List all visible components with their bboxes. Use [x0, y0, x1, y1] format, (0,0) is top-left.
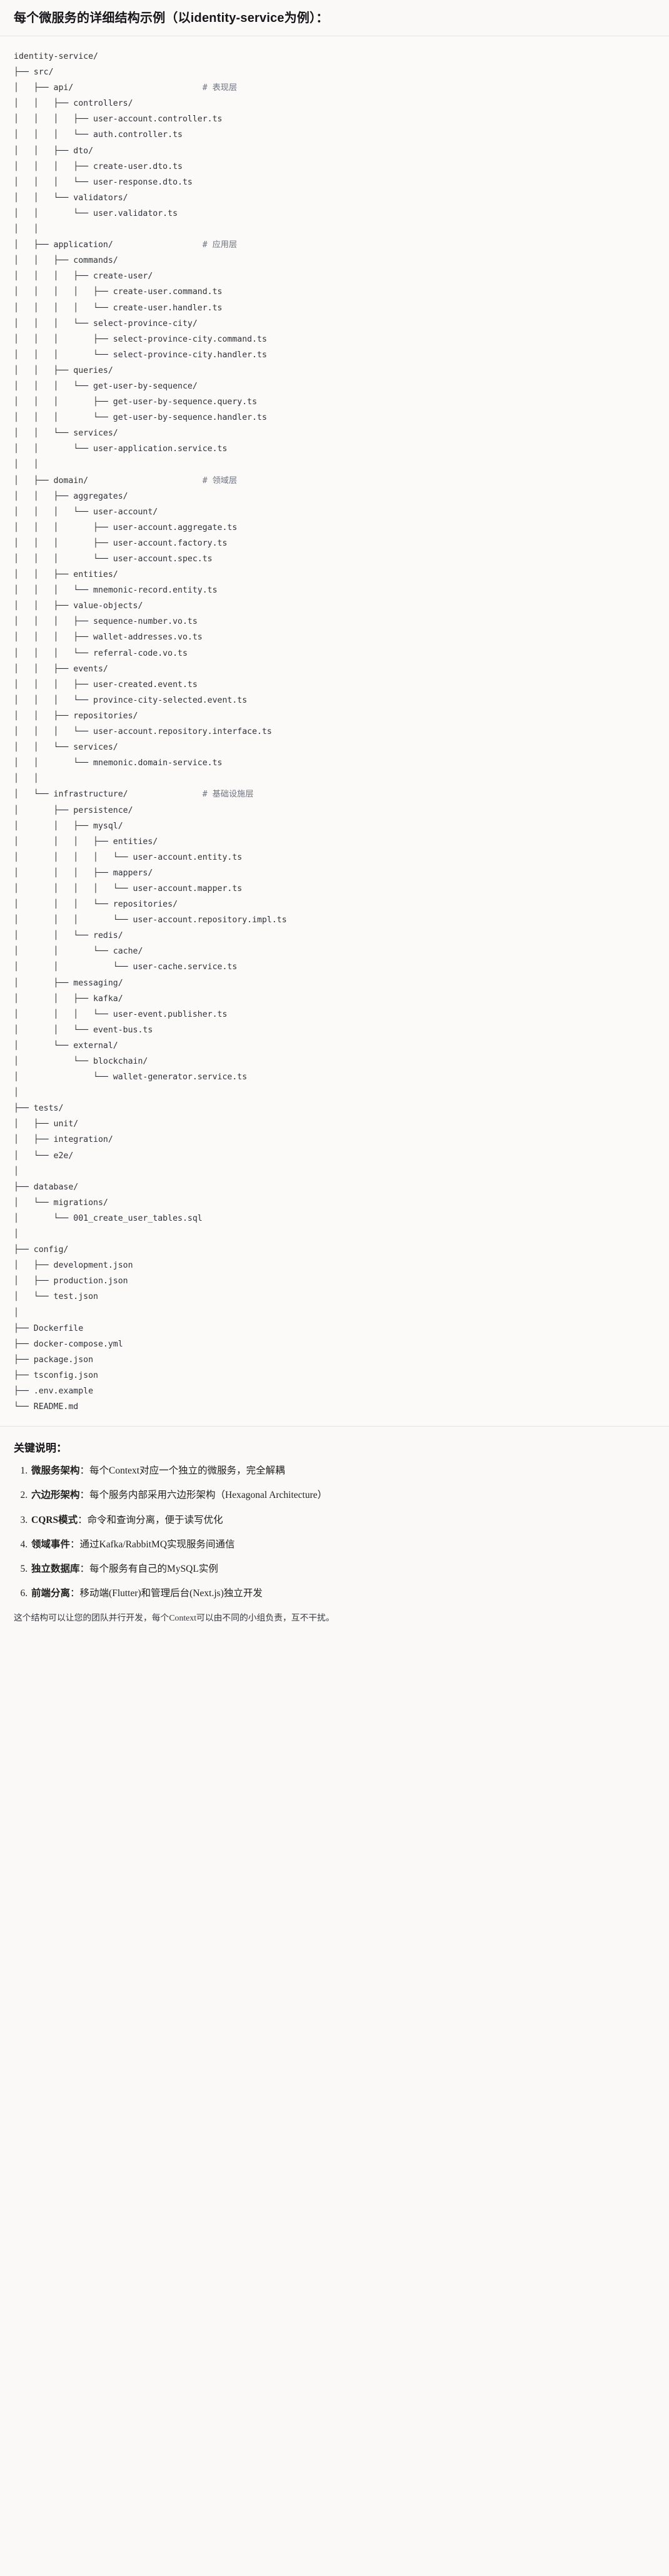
list-item-body: 通过Kafka/RabbitMQ实现服务间通信	[79, 1539, 235, 1550]
directory-tree-text: identity-service/ ├── src/ │ ├── api/ # …	[14, 52, 287, 1412]
tree-comment: # 应用层	[202, 240, 238, 250]
list-item-lead: 领域事件	[31, 1539, 71, 1550]
closing-paragraph: 这个结构可以让您的团队并行开发，每个Context可以由不同的小组负责，互不干扰…	[14, 1612, 334, 1622]
list-item-sep: ：	[79, 1490, 90, 1501]
page-title: 每个微服务的详细结构示例（以identity-service为例）：	[14, 11, 329, 25]
list-item-sep: ：	[78, 1514, 88, 1525]
tree-comment: # 基础设施层	[202, 790, 254, 800]
tree-comment: # 领域层	[202, 476, 238, 486]
list-item-lead: 微服务架构	[31, 1465, 80, 1477]
list-item-sep: ：	[79, 1465, 90, 1477]
answer-page: 每个微服务的详细结构示例（以identity-service为例）： ident…	[0, 0, 669, 1641]
divider-bottom	[0, 1426, 669, 1427]
list-item-body: 每个服务内部采用六边形架构（Hexagonal Architecture）	[89, 1490, 328, 1501]
list-item: 独立数据库：每个服务有自己的MySQL实例	[30, 1562, 655, 1576]
key-notes-section: 关键说明： 微服务架构：每个Context对应一个独立的微服务，完全解耦 六边形…	[0, 1427, 669, 1641]
tree-comment: # 表现层	[202, 83, 238, 93]
list-item: 微服务架构：每个Context对应一个独立的微服务，完全解耦	[30, 1464, 655, 1478]
list-item-body: 命令和查询分离，便于读写优化	[87, 1514, 223, 1525]
list-item-sep: ：	[79, 1564, 90, 1575]
list-item: 领域事件：通过Kafka/RabbitMQ实现服务间通信	[30, 1537, 655, 1552]
list-item-body: 移动端(Flutter)和管理后台(Next.js)独立开发	[79, 1588, 263, 1599]
list-item-lead: 前端分离	[31, 1588, 71, 1599]
list-item-sep: ：	[70, 1539, 80, 1550]
list-item-body: 每个服务有自己的MySQL实例	[89, 1564, 218, 1575]
list-item-lead: CQRS模式	[31, 1514, 78, 1525]
list-item-lead: 独立数据库	[31, 1564, 80, 1575]
directory-tree: identity-service/ ├── src/ │ ├── api/ # …	[14, 49, 655, 1415]
list-item-sep: ：	[70, 1588, 80, 1599]
list-item-lead: 六边形架构	[31, 1490, 80, 1501]
key-notes-title: 关键说明：	[14, 1442, 67, 1455]
key-notes-list: 微服务架构：每个Context对应一个独立的微服务，完全解耦 六边形架构：每个服…	[14, 1464, 655, 1601]
list-item: 前端分离：移动端(Flutter)和管理后台(Next.js)独立开发	[30, 1586, 655, 1601]
list-item: CQRS模式：命令和查询分离，便于读写优化	[30, 1513, 655, 1527]
list-item: 六边形架构：每个服务内部采用六边形架构（Hexagonal Architectu…	[30, 1488, 655, 1502]
code-block: identity-service/ ├── src/ │ ├── api/ # …	[0, 36, 669, 1427]
list-item-body: 每个Context对应一个独立的微服务，完全解耦	[89, 1465, 285, 1477]
